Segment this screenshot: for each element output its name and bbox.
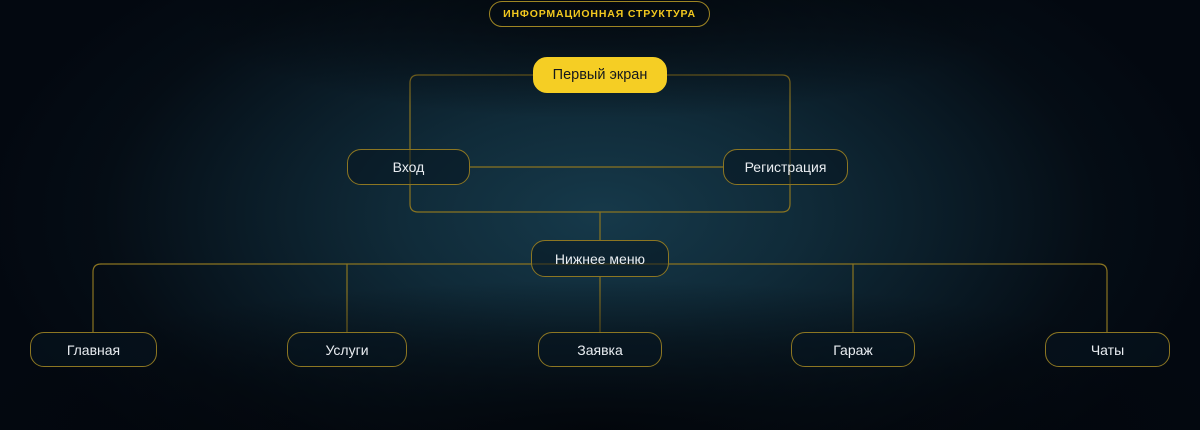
node-menu-item-home[interactable]: Главная [30, 332, 157, 367]
node-menu-item-chats[interactable]: Чаты [1045, 332, 1170, 367]
node-menu-item-garage-label: Гараж [833, 341, 873, 358]
node-first-screen-label: Первый экран [552, 67, 648, 83]
diagram-title-text: ИНФОРМАЦИОННАЯ СТРУКТУРА [503, 8, 696, 20]
node-register-label: Регистрация [744, 159, 827, 175]
wire-root-to-login [409, 74, 534, 168]
node-first-screen[interactable]: Первый экран [533, 57, 667, 93]
node-menu-item-request[interactable]: Заявка [538, 332, 662, 367]
wire-login-down-to-bus [409, 166, 601, 213]
node-bottom-menu-label: Нижнее меню [554, 250, 646, 267]
node-register[interactable]: Регистрация [723, 149, 848, 185]
wire-register-down-to-bus [599, 166, 791, 213]
wire-root-to-register [666, 74, 791, 168]
wire-bus-to-chaty [1098, 263, 1108, 333]
node-menu-item-home-label: Главная [66, 341, 121, 358]
diagram-title-badge: ИНФОРМАЦИОННАЯ СТРУКТУРА [489, 1, 710, 27]
node-login[interactable]: Вход [347, 149, 470, 185]
node-login-label: Вход [392, 159, 425, 175]
wire-bus-to-glavnaya [92, 263, 102, 333]
node-menu-item-chats-label: Чаты [1090, 341, 1125, 358]
node-bottom-menu[interactable]: Нижнее меню [531, 240, 669, 277]
node-menu-item-services[interactable]: Услуги [287, 332, 407, 367]
node-menu-item-request-label: Заявка [577, 341, 623, 358]
node-menu-item-garage[interactable]: Гараж [791, 332, 915, 367]
node-menu-item-services-label: Услуги [325, 341, 369, 358]
